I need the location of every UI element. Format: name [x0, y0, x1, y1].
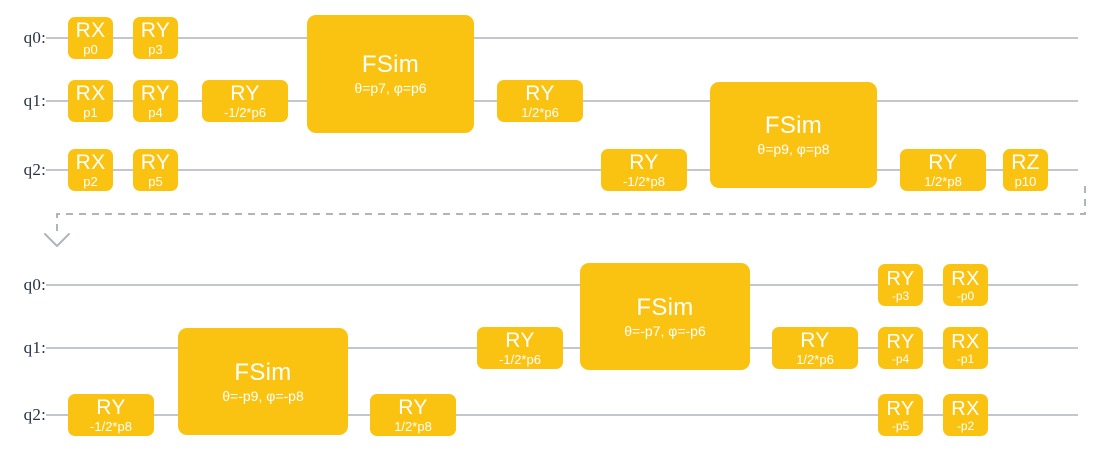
gate-parameter-label: 1/2*p6 [521, 105, 559, 120]
qubit-wire-q0 [46, 37, 1078, 39]
gate-parameter-label: -1/2*p8 [90, 419, 132, 434]
gate-name-label: RY [525, 82, 555, 105]
qubit-label-q2: q2: [23, 405, 46, 424]
gate-name-label: RX [75, 19, 106, 42]
gate-name-label: RY [140, 19, 171, 42]
gate-fsim-q1q2-10[interactable]: FSim θ=p9, φ=p8 [710, 82, 877, 188]
gate-name-label: RY [886, 267, 915, 290]
gate-name-label: RY [928, 151, 958, 174]
qubit-label-q0: q0: [23, 28, 46, 47]
gate-name-label: RY [505, 329, 535, 352]
qubit-wire-q2 [46, 414, 1078, 416]
gate-parameter-label: p2 [83, 174, 98, 189]
gate-parameter-label: θ=p9, φ=p8 [757, 141, 830, 157]
gate-parameter-label: θ=p7, φ=p6 [354, 80, 427, 96]
gate-parameter-label: 1/2*p8 [394, 419, 432, 434]
gate-parameter-label: θ=-p9, φ=-p8 [222, 387, 304, 404]
gate-parameter-label: p3 [148, 42, 163, 57]
gate-ry-q2-10[interactable]: RY-p5 [878, 394, 923, 436]
gate-name-label: RX [951, 267, 980, 290]
gate-name-label: RX [951, 330, 980, 353]
gate-ry-q1-3[interactable]: RY-1/2*p6 [477, 327, 563, 369]
gate-parameter-label: θ=-p7, φ=-p6 [624, 322, 706, 339]
gate-name-label: RY [140, 151, 171, 174]
gate-parameter-label: -1/2*p6 [224, 105, 266, 120]
gate-parameter-label: p4 [148, 105, 163, 120]
gate-name-label: RY [800, 329, 830, 352]
qubit-label-q1: q1: [23, 91, 46, 110]
gate-parameter-label: -p0 [956, 288, 975, 303]
gate-name-label: RY [886, 330, 915, 353]
gate-parameter-label: 1/2*p6 [796, 352, 834, 367]
qubit-wire-q2 [46, 169, 1078, 171]
gate-name-label: FSim [636, 293, 694, 321]
gate-name-label: RX [75, 82, 106, 105]
gate-ry-q1-4[interactable]: RY-1/2*p6 [202, 80, 288, 122]
gate-name-label: RY [96, 396, 126, 419]
gate-ry-q2-9[interactable]: RY-1/2*p8 [601, 149, 687, 191]
gate-parameter-label: -p3 [891, 288, 910, 303]
gate-name-label: RY [886, 397, 915, 420]
gate-name-label: FSim [764, 112, 823, 139]
gate-parameter-label: -p1 [956, 351, 975, 366]
gate-name-label: RY [140, 82, 171, 105]
gate-name-label: RY [398, 396, 428, 419]
gate-parameter-label: p1 [83, 105, 98, 120]
qubit-label-q2: q2: [23, 160, 46, 179]
gate-name-label: RX [951, 397, 980, 420]
gate-parameter-label: -1/2*p6 [499, 352, 541, 367]
gate-ry-q2-0[interactable]: RY-1/2*p8 [68, 394, 154, 436]
gate-name-label: RZ [1011, 151, 1040, 174]
gate-name-label: RY [629, 151, 659, 174]
gate-parameter-label: p10 [1014, 174, 1037, 189]
qubit-wire-q0 [46, 284, 1078, 286]
gate-parameter-label: p5 [148, 174, 163, 189]
connector-dashed-line [56, 186, 1086, 236]
connector-arrowhead-icon [44, 233, 70, 247]
gate-parameter-label: -p4 [891, 351, 910, 366]
gate-ry-q0-6[interactable]: RY-p3 [878, 264, 923, 306]
gate-parameter-label: p0 [83, 42, 98, 57]
gate-rx-q0-7[interactable]: RX-p0 [943, 264, 988, 306]
gate-rx-q1-9[interactable]: RX-p1 [943, 327, 988, 369]
gate-name-label: RY [230, 82, 260, 105]
gate-name-label: FSim [361, 51, 420, 78]
gate-ry-q1-8[interactable]: RY-p4 [878, 327, 923, 369]
gate-parameter-label: -p5 [891, 418, 910, 433]
gate-name-label: RX [75, 151, 106, 174]
gate-name-label: FSim [234, 358, 292, 386]
gate-rx-q2-11[interactable]: RX-p2 [943, 394, 988, 436]
gate-parameter-label: -p2 [956, 418, 975, 433]
qubit-label-q0: q0: [23, 275, 46, 294]
qubit-label-q1: q1: [23, 338, 46, 357]
gate-fsim-q0q1-7[interactable]: FSim θ=p7, φ=p6 [307, 15, 474, 133]
gate-parameter-label: -1/2*p8 [623, 174, 665, 189]
gate-parameter-label: 1/2*p8 [924, 174, 962, 189]
